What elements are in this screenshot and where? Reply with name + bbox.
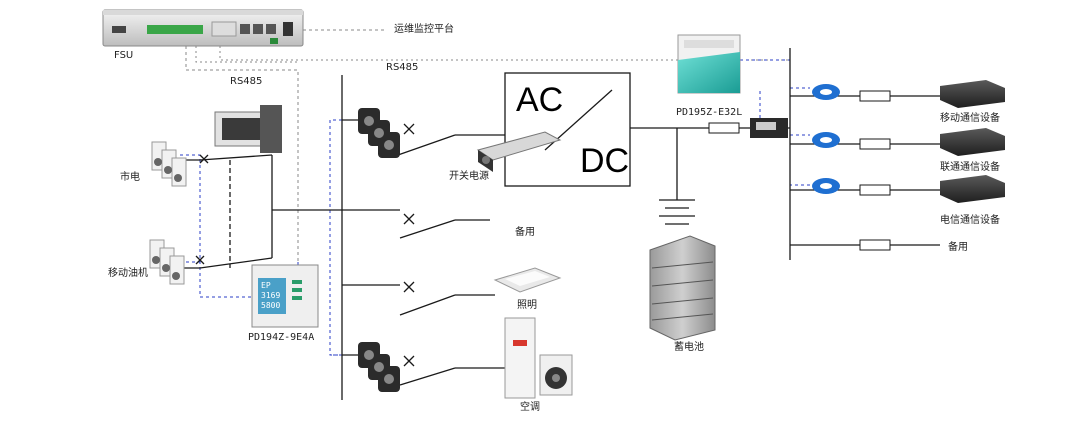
backup-right-label: 备用 <box>948 242 968 253</box>
fsu-device <box>102 9 304 47</box>
dc-ct-sensors <box>812 84 840 194</box>
power-wiring <box>182 48 940 400</box>
dc-shunt-icon <box>750 118 788 138</box>
transfer-switch-icon <box>214 105 282 153</box>
ac-label: AC <box>516 81 564 119</box>
pd194z-meter: EP 3169 5800 <box>251 264 319 328</box>
pd195z-meter <box>677 34 741 94</box>
ct-cluster-psu <box>358 108 400 158</box>
telecom-eq-label: 电信通信设备 <box>940 215 1000 226</box>
ct-cluster-mains <box>151 141 187 187</box>
breaker-marks <box>195 123 415 367</box>
mobile-eq-label: 移动通信设备 <box>940 113 1000 124</box>
fsu-label: FSU <box>114 50 134 61</box>
aircon-unit-icon <box>504 317 573 399</box>
svg-text:3169: 3169 <box>261 291 280 300</box>
switch-psu-label: 开关电源 <box>449 171 489 182</box>
ct-cluster-aircon <box>358 342 400 392</box>
meter-left-label: PD194Z-9E4A <box>248 332 315 343</box>
dc-label: DC <box>580 142 630 180</box>
switching-psu-icon <box>476 131 562 172</box>
fuses <box>708 90 891 251</box>
backup-mid-label: 备用 <box>515 227 535 238</box>
svg-text:EP: EP <box>261 281 271 290</box>
mains-label: 市电 <box>120 172 140 183</box>
meter-right-label: PD195Z-E32L <box>676 107 743 118</box>
battery-symbol <box>659 199 695 225</box>
rs485-mid-label: RS485 <box>386 62 419 73</box>
battery-rack <box>649 235 716 341</box>
battery-label: 蓄电池 <box>674 342 704 353</box>
unicom-eq-label: 联通通信设备 <box>940 162 1000 173</box>
platform-label: 运维监控平台 <box>394 24 454 35</box>
lighting-fixture-icon <box>493 267 562 293</box>
comm-equipment <box>940 80 1005 203</box>
ct-cluster-generator <box>149 239 185 285</box>
svg-text:5800: 5800 <box>261 301 280 310</box>
lighting-label: 照明 <box>517 300 537 311</box>
generator-label: 移动油机 <box>108 268 148 279</box>
aircon-label: 空调 <box>520 402 540 413</box>
rs485-left-label: RS485 <box>230 76 263 87</box>
